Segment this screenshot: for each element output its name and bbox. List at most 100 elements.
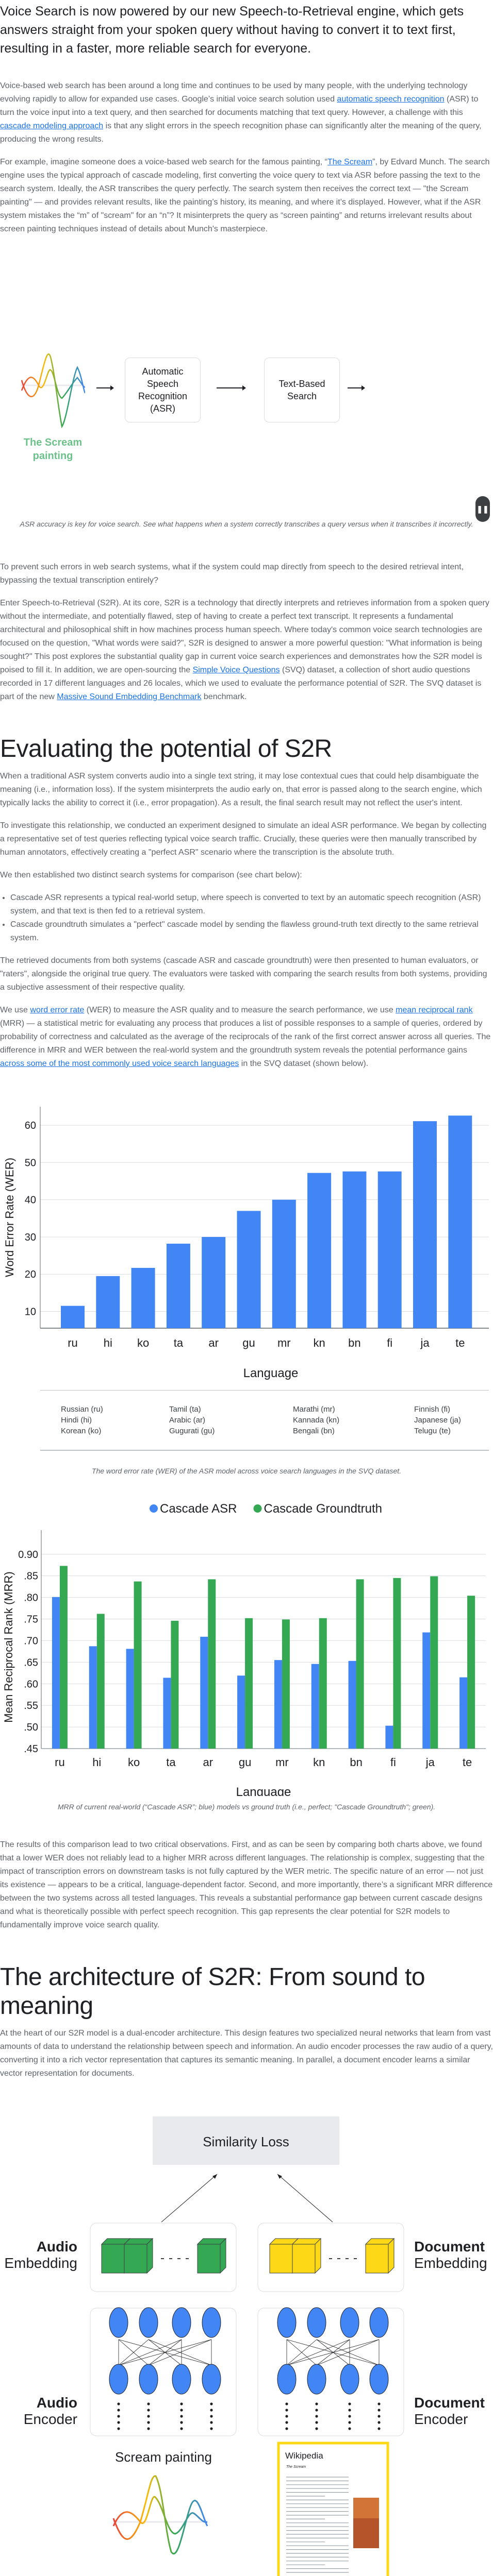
legend-item: Russian (ru) [61, 1405, 103, 1414]
y-tick-label: .50 [24, 1722, 38, 1733]
bar [59, 1566, 68, 1749]
waveform-icon [112, 2475, 208, 2554]
cube-face [269, 2244, 293, 2274]
wikipedia-logo: Wikipedia [285, 2451, 323, 2461]
y-tick-label: .85 [24, 1571, 38, 1582]
arrow-icon [96, 385, 114, 391]
ellipsis-dot [315, 2421, 318, 2424]
asr-animation-figure: The Scream painting Automatic Speech Rec… [0, 257, 493, 522]
link-the-scream[interactable]: The Scream [327, 158, 373, 166]
audio-encoder-title: Audio [37, 2395, 77, 2411]
x-tick-label: ko [128, 1756, 140, 1769]
cube-face [101, 2244, 125, 2274]
bullet-list: Cascade ASR represents a typical real-wo… [0, 891, 493, 945]
text: is that any slight errors in the speech … [0, 122, 482, 144]
bar [274, 1660, 282, 1749]
bar [311, 1664, 319, 1749]
arrow-icon [217, 385, 246, 391]
link-asr[interactable]: automatic speech recognition [337, 95, 445, 104]
link-wer[interactable]: word error rate [30, 1006, 85, 1014]
legend-item: Marathi (mr) [293, 1405, 335, 1414]
legend-item: Korean (ko) [61, 1427, 102, 1435]
text: (ASR) to turn the voice input into a tex… [0, 95, 479, 117]
x-tick-label: bn [348, 1336, 360, 1349]
link-svq[interactable]: Simple Voice Questions [192, 666, 280, 674]
neuron-node [139, 2364, 158, 2395]
bar [245, 1618, 253, 1749]
ellipsis-dot [348, 2427, 351, 2430]
bar [342, 1171, 367, 1328]
x-tick-label: bn [350, 1756, 362, 1769]
legend-label: Cascade ASR [160, 1502, 237, 1516]
text: benchmark. [201, 692, 247, 701]
neuron-node [202, 2307, 221, 2338]
legend-item: Hindi (hi) [61, 1416, 92, 1425]
x-tick-label: kn [313, 1756, 325, 1769]
ellipsis-dot [348, 2402, 351, 2405]
y-tick-label: .65 [24, 1657, 38, 1668]
arrow-icon [277, 2174, 333, 2223]
pause-button[interactable]: ❚❚ [475, 496, 490, 522]
ellipsis-dot [147, 2402, 150, 2405]
cube-side [220, 2238, 226, 2274]
ellipsis-dot [180, 2402, 183, 2405]
divider [40, 1390, 489, 1391]
legend-item: Tamil (ta) [169, 1405, 201, 1414]
bar [208, 1579, 216, 1749]
neuron-node [139, 2307, 158, 2338]
bar [307, 1173, 332, 1328]
pause-icon: ❚❚ [476, 504, 489, 513]
query-and-document-inputs: Scream painting Wikipedia The Scream [112, 2442, 389, 2576]
arrow-icon [348, 385, 365, 391]
link-mrr[interactable]: mean reciprocal rank [396, 1006, 473, 1014]
link-languages[interactable]: across some of the most commonly used vo… [0, 1059, 239, 1068]
bar [200, 1636, 208, 1749]
x-tick-label: te [463, 1756, 472, 1769]
y-axis-label: Mean Reciprocal Rank (MRR) [2, 1571, 15, 1722]
ellipsis-dot [180, 2427, 183, 2430]
x-tick-label: kn [313, 1336, 325, 1349]
bar [126, 1649, 134, 1749]
bar [348, 1660, 356, 1749]
y-axis-label: Word Error Rate (WER) [3, 1158, 16, 1277]
cube-side [315, 2238, 321, 2274]
y-tick-label: .55 [24, 1700, 38, 1711]
ellipsis-dot [147, 2427, 150, 2430]
neuron-node [277, 2307, 297, 2338]
x-axis-label: Language [243, 1366, 299, 1380]
cube-face [292, 2244, 316, 2274]
ellipsis-dot [285, 2409, 288, 2412]
query-audio-label: The Scream painting [23, 437, 83, 462]
cube-side [146, 2238, 153, 2274]
ellipsis-dot [117, 2415, 120, 2418]
y-tick-label: 20 [25, 1269, 36, 1280]
neuron-node [277, 2364, 297, 2395]
ellipsis-dot [117, 2402, 120, 2405]
legend-col: Finnish (fi)Japanese (ja)Telugu (te) [414, 1404, 493, 1436]
y-tick-label: 60 [25, 1120, 36, 1131]
link-mseb[interactable]: Massive Sound Embedding Benchmark [57, 692, 202, 701]
bar [237, 1675, 245, 1749]
document-embedding-subtitle: Embedding [414, 2255, 487, 2271]
audio-embedding-cubes [101, 2238, 227, 2274]
connection [316, 2339, 380, 2366]
ellipsis-dot [285, 2421, 288, 2424]
paragraph: For example, imagine someone does a voic… [0, 156, 493, 236]
legend-marker [253, 1504, 262, 1513]
ellipsis-dot [315, 2427, 318, 2430]
neuron-node [109, 2364, 128, 2395]
legend-item: Finnish (fi) [414, 1405, 451, 1414]
neuron-node [369, 2307, 389, 2338]
bar [272, 1199, 296, 1328]
ellipsis-dot [348, 2409, 351, 2412]
ellipsis-dot [285, 2402, 288, 2405]
y-tick-label: 0.90 [18, 1549, 38, 1561]
bar [237, 1211, 261, 1328]
bar [202, 1236, 226, 1328]
link-cascade-modeling[interactable]: cascade modeling approach [0, 122, 104, 130]
paragraph: To prevent such errors in web search sys… [0, 563, 464, 585]
neuron-node [307, 2364, 326, 2395]
audio-embedding-title: Audio [37, 2239, 77, 2255]
asr-box: Automatic Speech Recognition (ASR) [125, 358, 201, 422]
